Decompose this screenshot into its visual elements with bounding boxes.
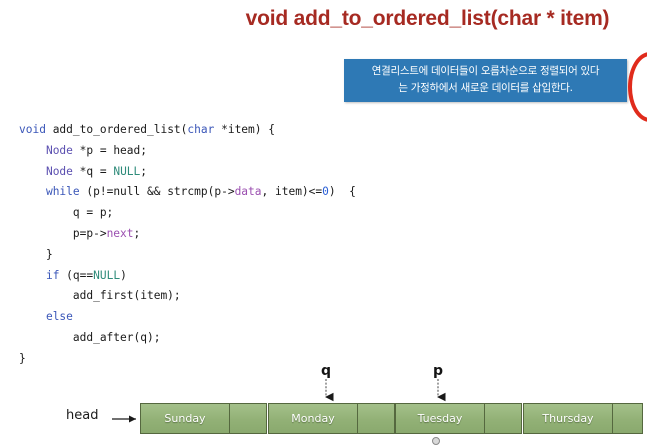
red-ellipse-annotation-icon bbox=[628, 52, 647, 122]
info-callout-box: 연결리스트에 데이터들이 오름차순으로 정렬되어 있다 는 가정하에서 새로운 … bbox=[344, 59, 627, 102]
node-pointer-cell bbox=[358, 403, 395, 434]
pointer-label-q: q bbox=[321, 363, 332, 379]
list-node: Thursday bbox=[523, 403, 643, 434]
pointer-label-p: p bbox=[433, 363, 444, 379]
info-callout-line-1: 연결리스트에 데이터들이 오름차순으로 정렬되어 있다 bbox=[371, 65, 600, 77]
list-node: Monday bbox=[268, 403, 395, 434]
info-callout-text: 연결리스트에 데이터들이 오름차순으로 정렬되어 있다 는 가정하에서 새로운 … bbox=[344, 63, 627, 97]
page-title: void add_to_ordered_list(char * item) bbox=[245, 7, 610, 30]
node-data-cell: Thursday bbox=[523, 403, 613, 434]
list-node: Tuesday bbox=[395, 403, 522, 434]
list-node: Sunday bbox=[140, 403, 267, 434]
node-pointer-cell bbox=[230, 403, 267, 434]
node-data-cell: Monday bbox=[268, 403, 358, 434]
code-listing: void add_to_ordered_list(char *item) { N… bbox=[19, 123, 356, 365]
info-callout-line-2: 는 가정하에서 새로운 데이터를 삽입한다. bbox=[398, 82, 573, 94]
selection-rotate-handle[interactable] bbox=[432, 437, 440, 445]
linked-list-diagram: head q p Sunday Monday Tuesday bbox=[0, 355, 647, 446]
node-pointer-cell bbox=[485, 403, 522, 434]
head-pointer-label: head bbox=[66, 408, 99, 423]
node-data-cell: Tuesday bbox=[395, 403, 485, 434]
node-data-cell: Sunday bbox=[140, 403, 230, 434]
node-pointer-cell bbox=[613, 403, 643, 434]
